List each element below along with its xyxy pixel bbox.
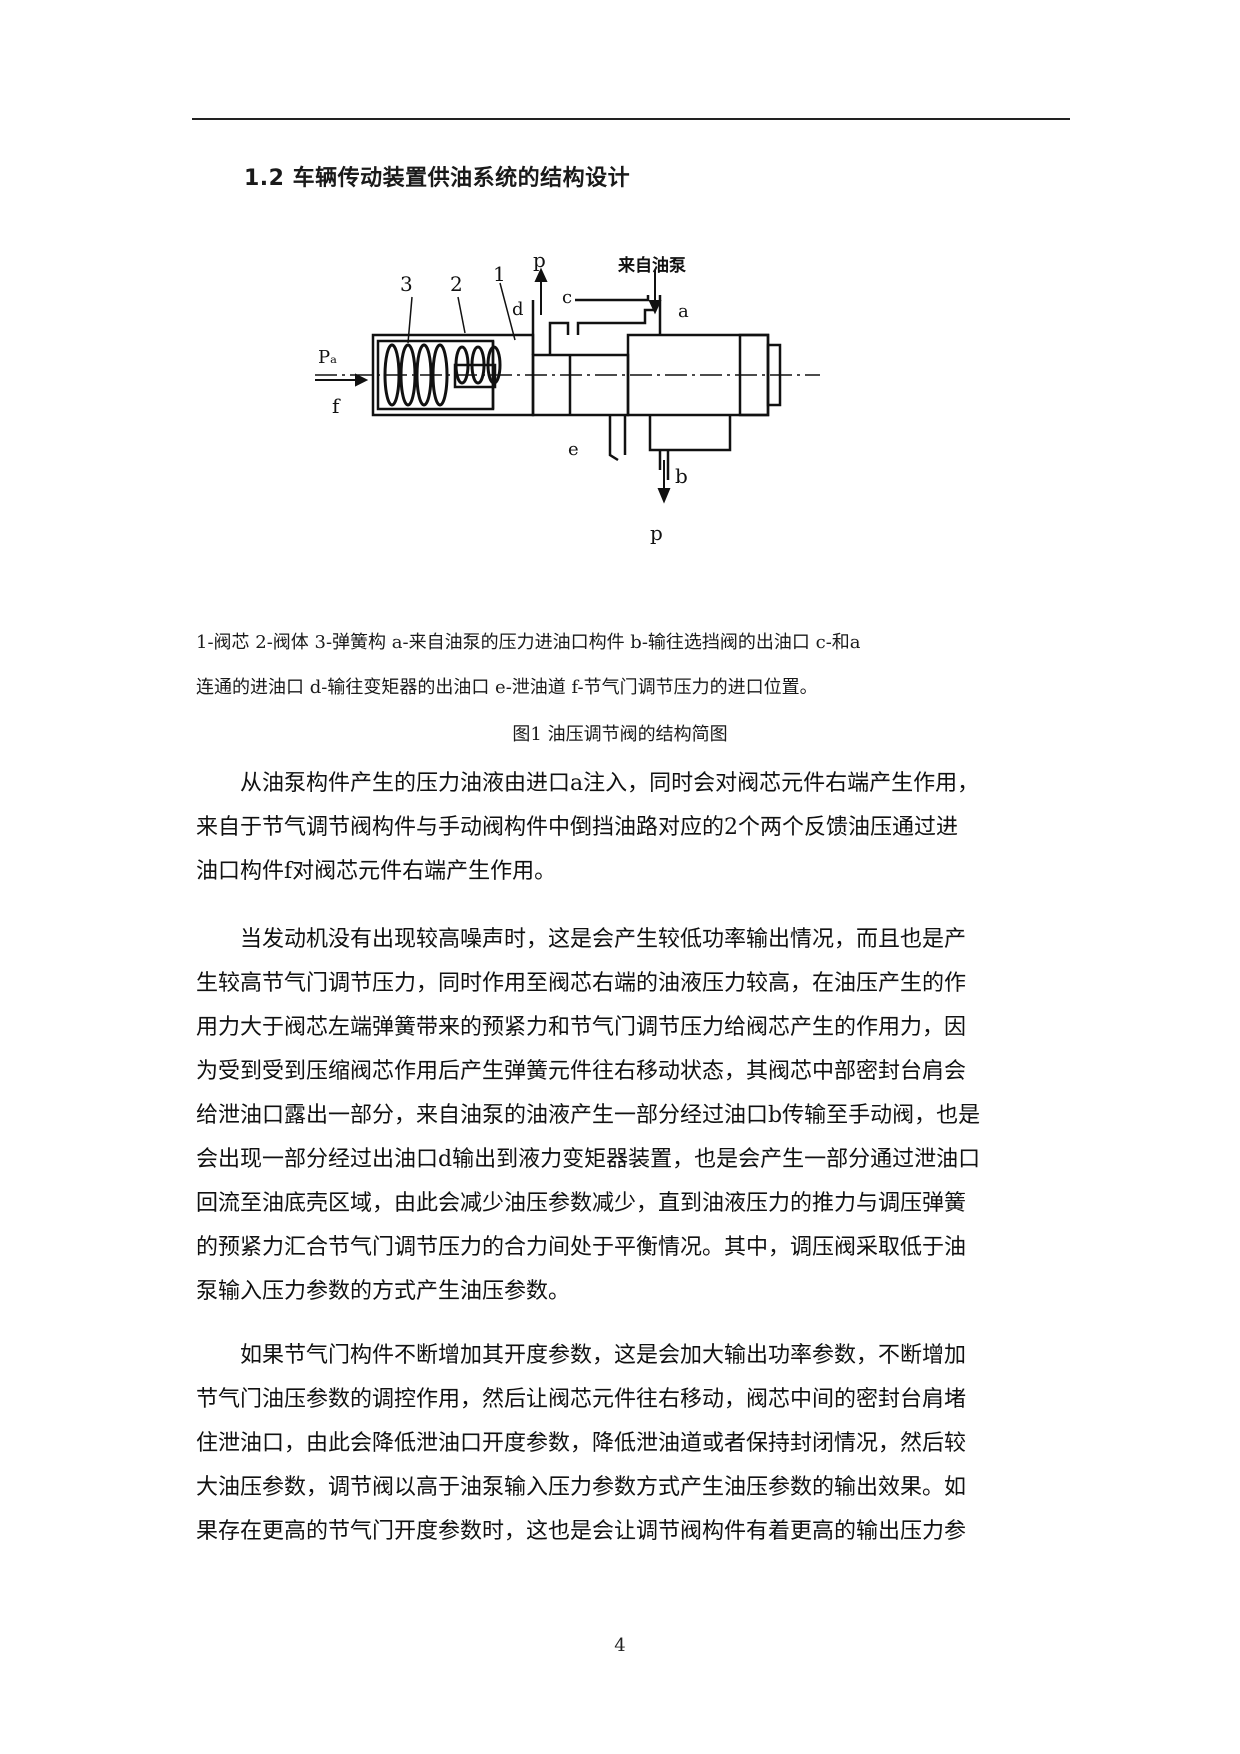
text-line: 果存在更高的节气门开度参数时，这也是会让调节阀构件有着更高的输出压力参	[196, 1519, 967, 1544]
text-line: 来自于节气调节阀构件与手动阀构件中倒挡油路对应的2个两个反馈油压通过进	[196, 815, 958, 840]
text-line: 大油压参数，调节阀以高于油泵输入压力参数方式产生油压参数的输出效果。如	[196, 1475, 967, 1500]
valve-spool	[531, 353, 630, 417]
figure-legend-line-2: 连通的进油口 d-输往变矩器的出油口 e-泄油道 f-节气门调节压力的进口位置。	[196, 677, 818, 698]
paragraph-2: 当发动机没有出现较高噪声时，这是会产生较低功率输出情况，而且也是产 生较高节气门…	[196, 918, 1076, 1314]
label-f: f	[332, 394, 341, 418]
text-line: 会出现一部分经过出油口d输出到液力变矩器装置，也是会产生一部分通过泄油口	[196, 1147, 981, 1172]
label-e: e	[568, 439, 579, 460]
label-d: d	[512, 299, 524, 320]
valve-diagram-svg: 3 2 1 p c d 来自油泵 a Pₐ f e b p	[315, 248, 820, 545]
text-line: 为受到受到压缩阀芯作用后产生弹簧元件往右移动状态，其阀芯中部密封台肩会	[196, 1059, 967, 1084]
text-line: 当发动机没有出现较高噪声时，这是会产生较低功率输出情况，而且也是产	[196, 927, 967, 952]
text-line: 油口构件f对阀芯元件右端产生作用。	[196, 859, 557, 884]
text-line: 泵输入压力参数的方式产生油压参数。	[196, 1279, 571, 1304]
paragraph-1: 从油泵构件产生的压力油液由进口a注入，同时会对阀芯元件右端产生作用， 来自于节气…	[196, 762, 1076, 894]
label-p-top: p	[533, 255, 546, 272]
label-b: b	[675, 464, 688, 488]
label-from-pump: 来自油泵	[617, 255, 686, 276]
header-rule	[192, 118, 1070, 120]
label-pa: Pₐ	[318, 347, 337, 368]
text-line: 节气门油压参数的调控作用，然后让阀芯元件往右移动，阀芯中间的密封台肩堵	[196, 1387, 967, 1412]
figure-caption: 图1 油压调节阀的结构简图	[512, 724, 728, 745]
figure-legend-line-1: 1-阀芯 2-阀体 3-弹簧构 a-来自油泵的压力进油口构件 b-输往选挡阀的出…	[196, 632, 861, 653]
section-heading: 1.2 车辆传动装置供油系统的结构设计	[244, 166, 631, 191]
text-line: 给泄油口露出一部分，来自油泵的油液产生一部分经过油口b传输至手动阀，也是	[196, 1103, 981, 1128]
text-line: 生较高节气门调节压力，同时作用至阀芯右端的油液压力较高，在油压产生的作	[196, 971, 967, 996]
text-line: 用力大于阀芯左端弹簧带来的预紧力和节气门调节压力给阀芯产生的作用力，因	[196, 1015, 967, 1040]
label-a: a	[678, 301, 689, 322]
label-2: 2	[450, 272, 463, 296]
text-line: 回流至油底壳区域，由此会减少油压参数减少，直到油液压力的推力与调压弹簧	[196, 1191, 967, 1216]
text-line: 住泄油口，由此会降低泄油口开度参数，降低泄油道或者保持封闭情况，然后较	[196, 1431, 967, 1456]
paragraph-3: 如果节气门构件不断增加其开度参数，这是会加大输出功率参数，不断增加 节气门油压参…	[196, 1334, 1076, 1554]
label-3: 3	[400, 272, 413, 296]
valve-diagram: 3 2 1 p c d 来自油泵 a Pₐ f e b p	[300, 248, 900, 585]
label-c: c	[562, 287, 572, 308]
page-number: 4	[614, 1635, 626, 1656]
text-line: 从油泵构件产生的压力油液由进口a注入，同时会对阀芯元件右端产生作用，	[196, 771, 980, 796]
text-line: 如果节气门构件不断增加其开度参数，这是会加大输出功率参数，不断增加	[196, 1343, 967, 1368]
label-p-bottom: p	[650, 521, 663, 545]
text-line: 的预紧力汇合节气门调节压力的合力间处于平衡情况。其中，调压阀采取低于油	[196, 1235, 967, 1260]
label-1: 1	[493, 262, 506, 286]
